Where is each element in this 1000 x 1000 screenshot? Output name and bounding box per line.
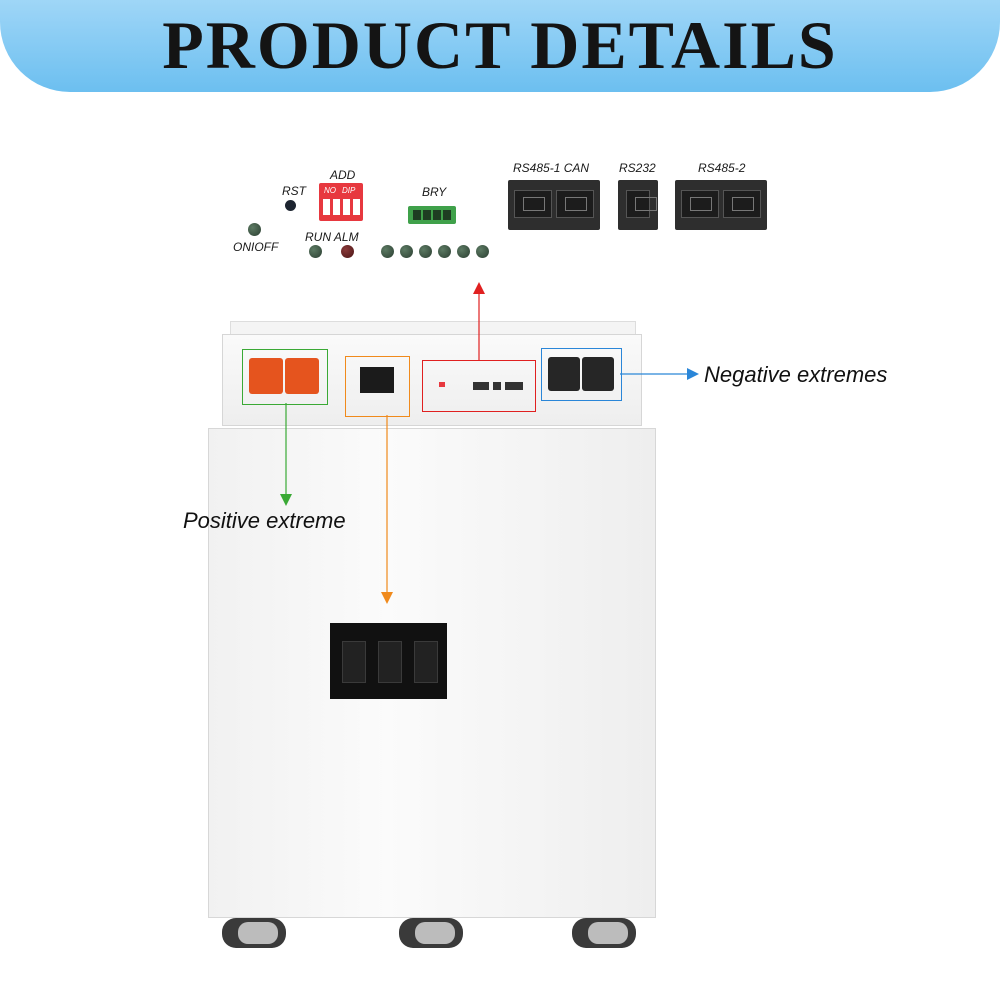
bry-label: BRY: [422, 185, 447, 199]
positive-terminal[interactable]: [249, 358, 283, 394]
soc-led-icon: [476, 245, 489, 258]
run-led-icon: [309, 245, 322, 258]
rs232-label: RS232: [619, 161, 656, 175]
rst-label: RST: [282, 184, 306, 198]
rst-button[interactable]: [285, 200, 296, 211]
rs485-1-port[interactable]: [514, 190, 552, 218]
header-banner: PRODUCT DETAILS: [0, 0, 1000, 92]
page-title: PRODUCT DETAILS: [162, 7, 838, 83]
positive-terminal[interactable]: [285, 358, 319, 394]
negative-terminal[interactable]: [582, 357, 614, 391]
dip-no-label: NO: [324, 186, 336, 195]
rs232-port[interactable]: [626, 190, 657, 218]
run-alm-label: RUN ALM: [305, 230, 359, 244]
onoff-label: ONIOFF: [233, 240, 279, 254]
bry-connector: [408, 206, 456, 224]
add-label: ADD: [330, 168, 356, 182]
breaker-box: [345, 356, 410, 417]
dip-switch[interactable]: NO DIP: [319, 183, 363, 221]
soc-led-icon: [400, 245, 413, 258]
caster-wheel: [222, 914, 286, 948]
positive-callout-label: Positive extreme: [183, 508, 346, 533]
battery-cabinet: [208, 428, 656, 918]
rs485-2-port-a[interactable]: [681, 190, 719, 218]
rs485-2-port-block: [675, 180, 767, 230]
can-port[interactable]: [556, 190, 594, 218]
breaker-switch[interactable]: [330, 623, 447, 699]
caster-wheel: [572, 914, 636, 948]
dip-dip-label: DIP: [342, 186, 356, 195]
control-panel-box: [422, 360, 536, 412]
breaker-thumbnail: [360, 367, 394, 393]
rs232-port-block: [618, 180, 658, 230]
rs485-2-port-b[interactable]: [723, 190, 761, 218]
negative-terminal-box: [541, 348, 622, 401]
onoff-button[interactable]: [248, 223, 261, 236]
soc-led-icon: [381, 245, 394, 258]
caster-wheel: [399, 914, 463, 948]
rs485-1-can-label: RS485-1 CAN: [513, 161, 590, 175]
rs485-1-can-port-block: [508, 180, 600, 230]
cabinet-lid: [230, 321, 636, 336]
alm-led-icon: [341, 245, 354, 258]
positive-terminal-box: [242, 349, 328, 405]
soc-led-icon: [419, 245, 432, 258]
rs485-2-label: RS485-2: [698, 161, 746, 175]
soc-led-icon: [457, 245, 470, 258]
negative-terminal[interactable]: [548, 357, 580, 391]
negative-callout-label: Negative extremes: [704, 362, 888, 387]
soc-led-icon: [438, 245, 451, 258]
